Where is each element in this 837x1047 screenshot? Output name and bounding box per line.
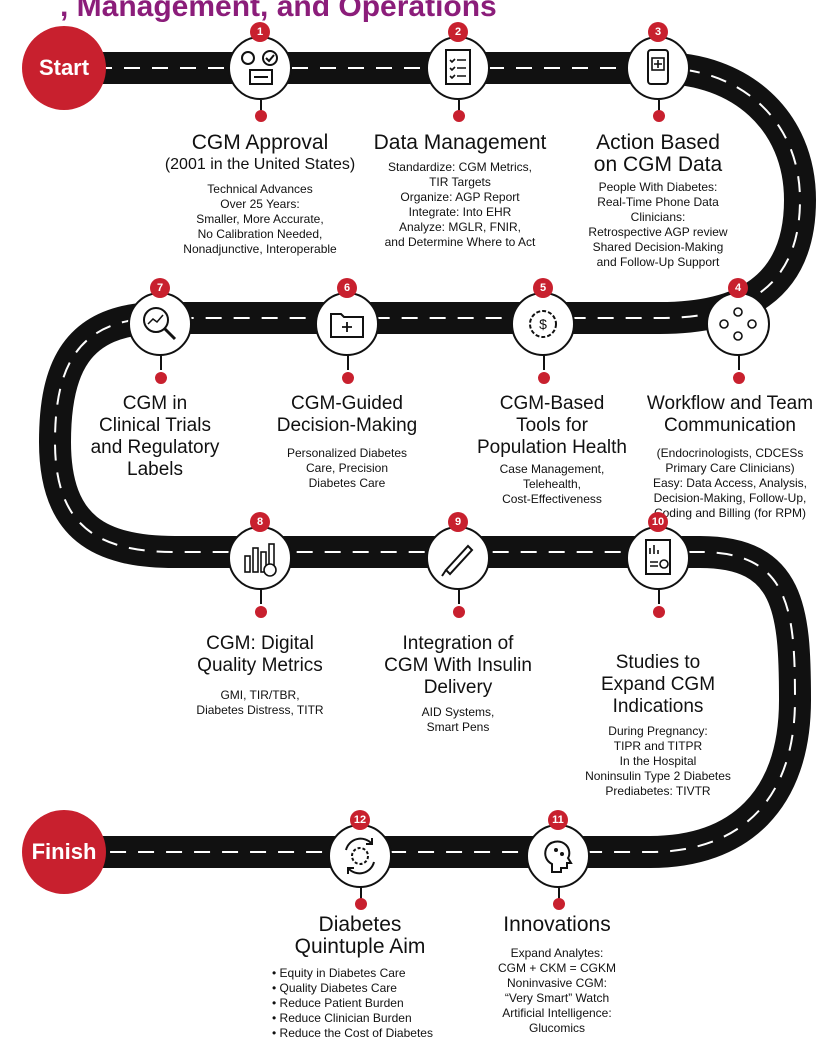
- pin-dot: [653, 110, 665, 122]
- connector-line: [260, 586, 262, 604]
- step-number-badge: 3: [648, 22, 668, 42]
- phone-medical-icon: [626, 36, 690, 100]
- step-number-badge: 4: [728, 278, 748, 298]
- step-9-body: AID Systems,Smart Pens: [421, 705, 495, 734]
- connector-line: [347, 352, 349, 370]
- insulin-pen-icon: [426, 526, 490, 590]
- pin-dot: [255, 606, 267, 618]
- list-item: • Quality Diabetes Care: [272, 981, 397, 995]
- connector-line: [360, 884, 362, 902]
- step-number-badge: 8: [250, 512, 270, 532]
- step-1-title: CGM Approval(2001 in the United States): [164, 131, 356, 174]
- step-number-badge: 1: [250, 22, 270, 42]
- finish-marker: Finish: [22, 810, 106, 894]
- list-item: • Equity in Diabetes Care: [272, 966, 406, 980]
- connector-line: [658, 586, 660, 604]
- step-8-body: GMI, TIR/TBR,Diabetes Distress, TITR: [196, 688, 324, 717]
- list-item: • Reduce Clinician Burden: [272, 1011, 412, 1025]
- cycle-gear-icon: [328, 824, 392, 888]
- step-number-badge: 9: [448, 512, 468, 532]
- connector-line: [458, 100, 460, 114]
- step-number-badge: 6: [337, 278, 357, 298]
- step-11-title: Innovations: [503, 913, 611, 936]
- step-5-body: Case Management,Telehealth,Cost-Effectiv…: [499, 462, 605, 506]
- brain-head-icon: [526, 824, 590, 888]
- clipboard-checklist-icon: [426, 36, 490, 100]
- pin-dot: [342, 372, 354, 384]
- pin-dot: [538, 372, 550, 384]
- start-marker: Start: [22, 26, 106, 110]
- pin-dot: [155, 372, 167, 384]
- step-3-body: People With Diabetes:Real-Time Phone Dat…: [588, 180, 728, 269]
- figure-title: , Management, and Operations: [60, 0, 497, 23]
- pin-dot: [453, 110, 465, 122]
- pin-dot: [653, 606, 665, 618]
- step-number-badge: 5: [533, 278, 553, 298]
- pin-dot: [733, 372, 745, 384]
- folder-plus-icon: [315, 292, 379, 356]
- pin-dot: [355, 898, 367, 910]
- connector-line: [160, 352, 162, 370]
- sensor-check-icon: [228, 36, 292, 100]
- connector-line: [558, 884, 560, 902]
- step-number-badge: 2: [448, 22, 468, 42]
- pin-dot: [255, 110, 267, 122]
- step-number-badge: 11: [548, 810, 568, 830]
- report-document-icon: [626, 526, 690, 590]
- step-2-title: Data Management: [373, 131, 547, 154]
- connector-line: [658, 100, 660, 114]
- team-network-icon: [706, 292, 770, 356]
- pin-dot: [553, 898, 565, 910]
- connector-line: [543, 352, 545, 370]
- connector-line: [458, 586, 460, 604]
- list-item: • Reduce the Cost of Diabetes: [272, 1026, 433, 1040]
- pin-dot: [453, 606, 465, 618]
- magnifier-chart-icon: [128, 292, 192, 356]
- list-item: • Reduce Patient Burden: [272, 996, 404, 1010]
- step-number-badge: 7: [150, 278, 170, 298]
- step-number-badge: 12: [350, 810, 370, 830]
- bar-chart-drop-icon: [228, 526, 292, 590]
- step-number-badge: 10: [648, 512, 668, 532]
- quintuple-aim-list: • Equity in Diabetes Care • Quality Diab…: [272, 966, 433, 1041]
- connector-line: [738, 352, 740, 370]
- svg-text:$: $: [539, 316, 547, 332]
- dollar-gear-icon: $: [511, 292, 575, 356]
- connector-line: [260, 100, 262, 114]
